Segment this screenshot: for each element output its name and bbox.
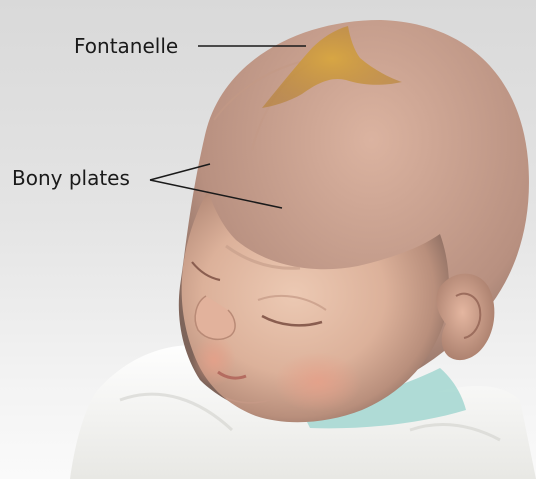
bony-plates-label: Bony plates: [12, 168, 130, 188]
ear: [436, 274, 494, 360]
fontanelle-label: Fontanelle: [74, 36, 178, 56]
cheek: [274, 352, 362, 412]
